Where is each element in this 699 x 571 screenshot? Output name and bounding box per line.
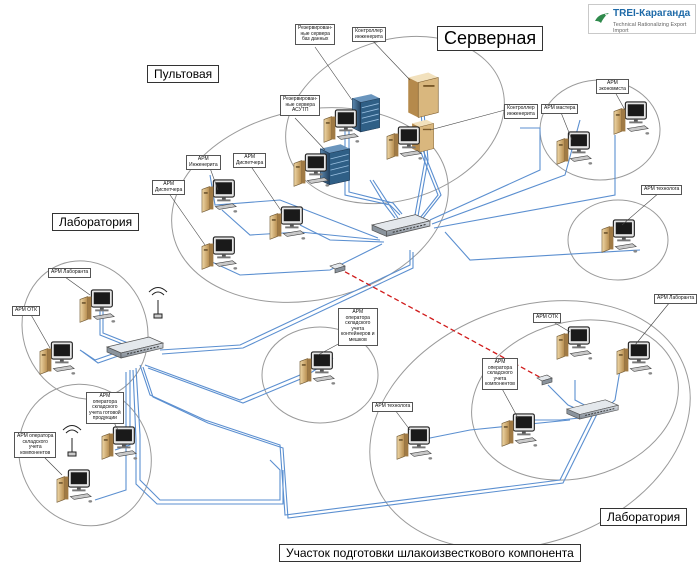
label-arm-technologist-2: АРМ технолога xyxy=(372,402,414,412)
network-links xyxy=(79,99,641,519)
containers-zone-ellipse xyxy=(261,326,379,424)
zone-title-lab-left: Лаборатория xyxy=(52,213,140,231)
zone-title-control-room: Пультовая xyxy=(147,65,220,83)
label-engineering-controller-1: Контроллер инженерита xyxy=(352,27,386,43)
label-arm-technologist-1: АРМ технолога xyxy=(641,185,683,195)
workstation-otk-left-icon xyxy=(39,341,76,376)
label-arm-economist: АРМ экономиста xyxy=(596,79,629,95)
label-arm-foreman: АРМ мастера xyxy=(541,104,579,114)
workstation-dispatcher-1-icon xyxy=(269,206,306,241)
switch-lab-right-icon xyxy=(566,399,619,420)
radio-bridge-right-icon xyxy=(536,374,553,386)
switch-lab-left-icon xyxy=(106,336,164,359)
workstation-dispatcher-2-icon xyxy=(201,236,238,271)
label-engineering-controller-2: Контроллер инженерита xyxy=(504,104,538,120)
label-arm-dispatcher-1: АРМ Диспетчера xyxy=(233,153,267,169)
label-arm-dispatcher-2: АРМ Диспетчера xyxy=(152,180,186,196)
logo-name: TREI-Караганда xyxy=(613,8,691,19)
workstation-technologist-2-icon xyxy=(396,426,433,461)
workstation-technologist-1-icon xyxy=(601,219,638,254)
label-arm-engineer: АРМ Инженерита xyxy=(186,155,221,171)
label-arm-otk-right: АРМ ОТК xyxy=(533,313,562,323)
switch-core-icon xyxy=(371,214,431,237)
label-arm-warehouse-containers: АРМ оператора складского учета контейнер… xyxy=(338,308,378,346)
warehouse-left-zone-ellipse xyxy=(18,383,152,527)
label-arm-otk-left: АРМ ОТК xyxy=(12,306,41,316)
company-logo: TREI-Караганда Technical Rationalizing E… xyxy=(588,4,696,34)
workstation-foreman-icon xyxy=(556,131,593,166)
label-arm-warehouse-components-right: АРМ оператора складского учета компонент… xyxy=(482,358,518,390)
label-backup-db-servers: Резервирован- ные сервера баз данных xyxy=(295,24,336,45)
workstation-containers-icon xyxy=(299,351,336,386)
lab-right-zone-ellipse xyxy=(471,319,679,481)
label-backup-acsutp-servers: Резервирован- ные сервера АСУТП xyxy=(280,95,321,116)
technologist-zone-ellipse xyxy=(567,199,669,281)
zone-title-lab-right: Лаборатория xyxy=(600,508,688,526)
label-arm-lab-left: АРМ Лаборанта xyxy=(48,268,92,278)
engineering-controller-tower-icon xyxy=(407,71,439,119)
label-leaders xyxy=(29,37,671,476)
server-zone-ellipse xyxy=(285,35,505,205)
foreman-zone-ellipse xyxy=(539,79,661,181)
workstation-components-left-icon xyxy=(56,469,93,504)
bird-logo-icon xyxy=(595,13,609,23)
workstation-db-admin-icon xyxy=(323,109,360,144)
label-arm-lab-right: АРМ Лаборанта xyxy=(654,294,698,304)
label-arm-warehouse-components-left: АРМ оператора складского учета компонент… xyxy=(14,432,57,459)
antenna-warehouse-icon xyxy=(62,425,82,457)
antenna-left-icon xyxy=(148,287,168,319)
section-zone-ellipse xyxy=(369,300,691,550)
radio-bridge-left-icon xyxy=(329,262,346,274)
workstation-economist-icon xyxy=(613,101,650,136)
workstation-lab-left-icon xyxy=(79,289,116,324)
workstation-server-room-icon xyxy=(386,126,423,161)
zone-title-section: Участок подготовки шлакоизвесткового ком… xyxy=(279,544,581,562)
workstation-otk-right-icon xyxy=(556,326,593,361)
workstation-lab-right-icon xyxy=(616,341,653,376)
workstation-engineer-icon xyxy=(201,179,238,214)
zone-title-server-room: Серверная xyxy=(437,26,544,51)
workstation-components-right-icon xyxy=(501,413,538,448)
label-arm-warehouse-products: АРМ оператора складского учета готовой п… xyxy=(86,392,124,424)
logo-tagline: Technical Rationalizing Export Import xyxy=(613,22,687,34)
workstation-products-icon xyxy=(101,426,138,461)
